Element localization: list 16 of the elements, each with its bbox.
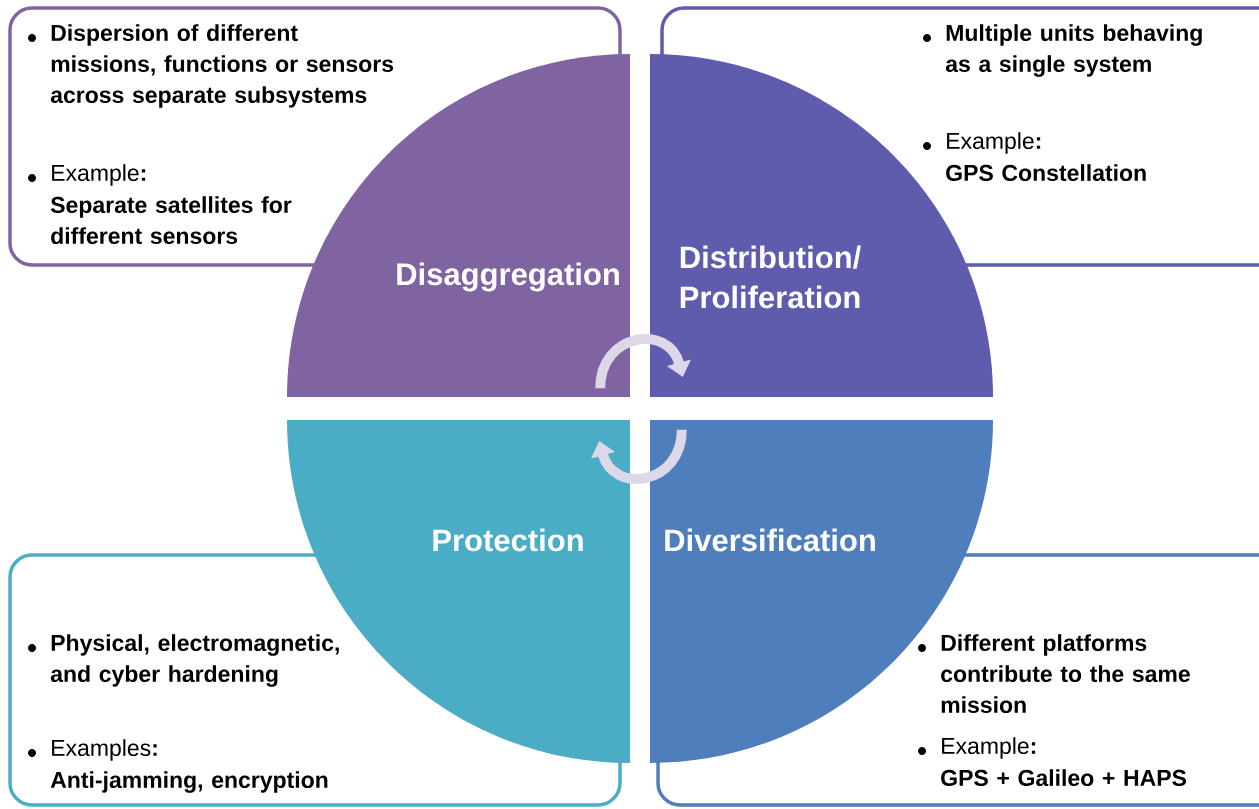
bullet-text: Example: (942, 737, 1036, 759)
bullet-text: Dispersion of different missions, functions or sensors across separate subsystems (50, 24, 394, 108)
bullet-text: Separate satellites for different sensors (50, 196, 292, 245)
bullet-text: Multiple units behaving as a single system (945, 24, 1202, 77)
bullet-text: GPS Constellation (946, 164, 1146, 182)
quadrant-title: Distribution/ Proliferation (680, 245, 861, 309)
quadrant-title: Protection (433, 528, 583, 552)
quadrant-title: Disaggregation (397, 262, 619, 292)
bullet-text: Physical, electromagnetic, and cyber hardening (50, 634, 339, 687)
bullet-text: GPS + Galileo + HAPS (941, 769, 1186, 787)
bullet-text: Examples: (52, 739, 157, 761)
bullet-text: Example: (52, 164, 146, 186)
bullet-text: Example: (947, 132, 1041, 154)
quadrant-title: Diversification (665, 528, 875, 552)
bullet-text: Different platforms contribute to the same mission (941, 634, 1190, 714)
bullet-text: Anti-jamming, encryption (50, 771, 328, 793)
